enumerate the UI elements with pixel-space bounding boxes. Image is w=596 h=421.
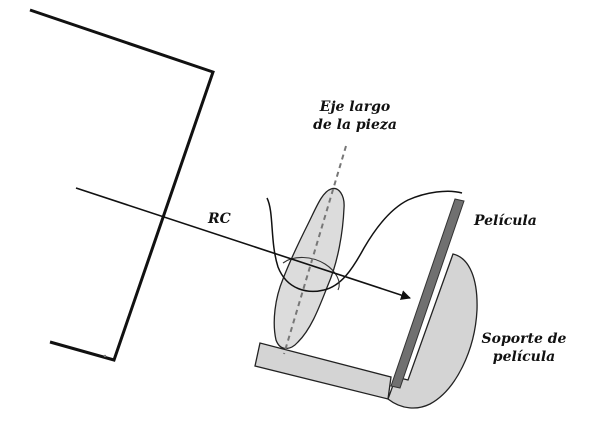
long-axis-dashed-line bbox=[283, 145, 347, 355]
long-axis-label-line2: de la pieza bbox=[313, 117, 397, 133]
film-holder-bite-bar bbox=[254, 342, 392, 400]
speck-mark bbox=[103, 354, 107, 358]
central-ray-label: RC bbox=[208, 211, 231, 227]
film-holder-back bbox=[387, 253, 478, 409]
film-holder-label: Soporte de película bbox=[474, 330, 574, 366]
film-holder-label-line1: Soporte de bbox=[481, 331, 567, 347]
film-label: Película bbox=[474, 213, 537, 229]
long-axis-label-line1: Eje largo bbox=[319, 99, 391, 115]
long-axis-label: Eje largo de la pieza bbox=[300, 98, 410, 134]
central-ray-arrow bbox=[75, 187, 411, 300]
film bbox=[390, 198, 465, 389]
film-holder-label-line2: película bbox=[492, 349, 556, 365]
gum-line bbox=[266, 190, 463, 293]
enamel-junction bbox=[282, 256, 340, 291]
xray-cone-outline bbox=[29, 8, 215, 362]
